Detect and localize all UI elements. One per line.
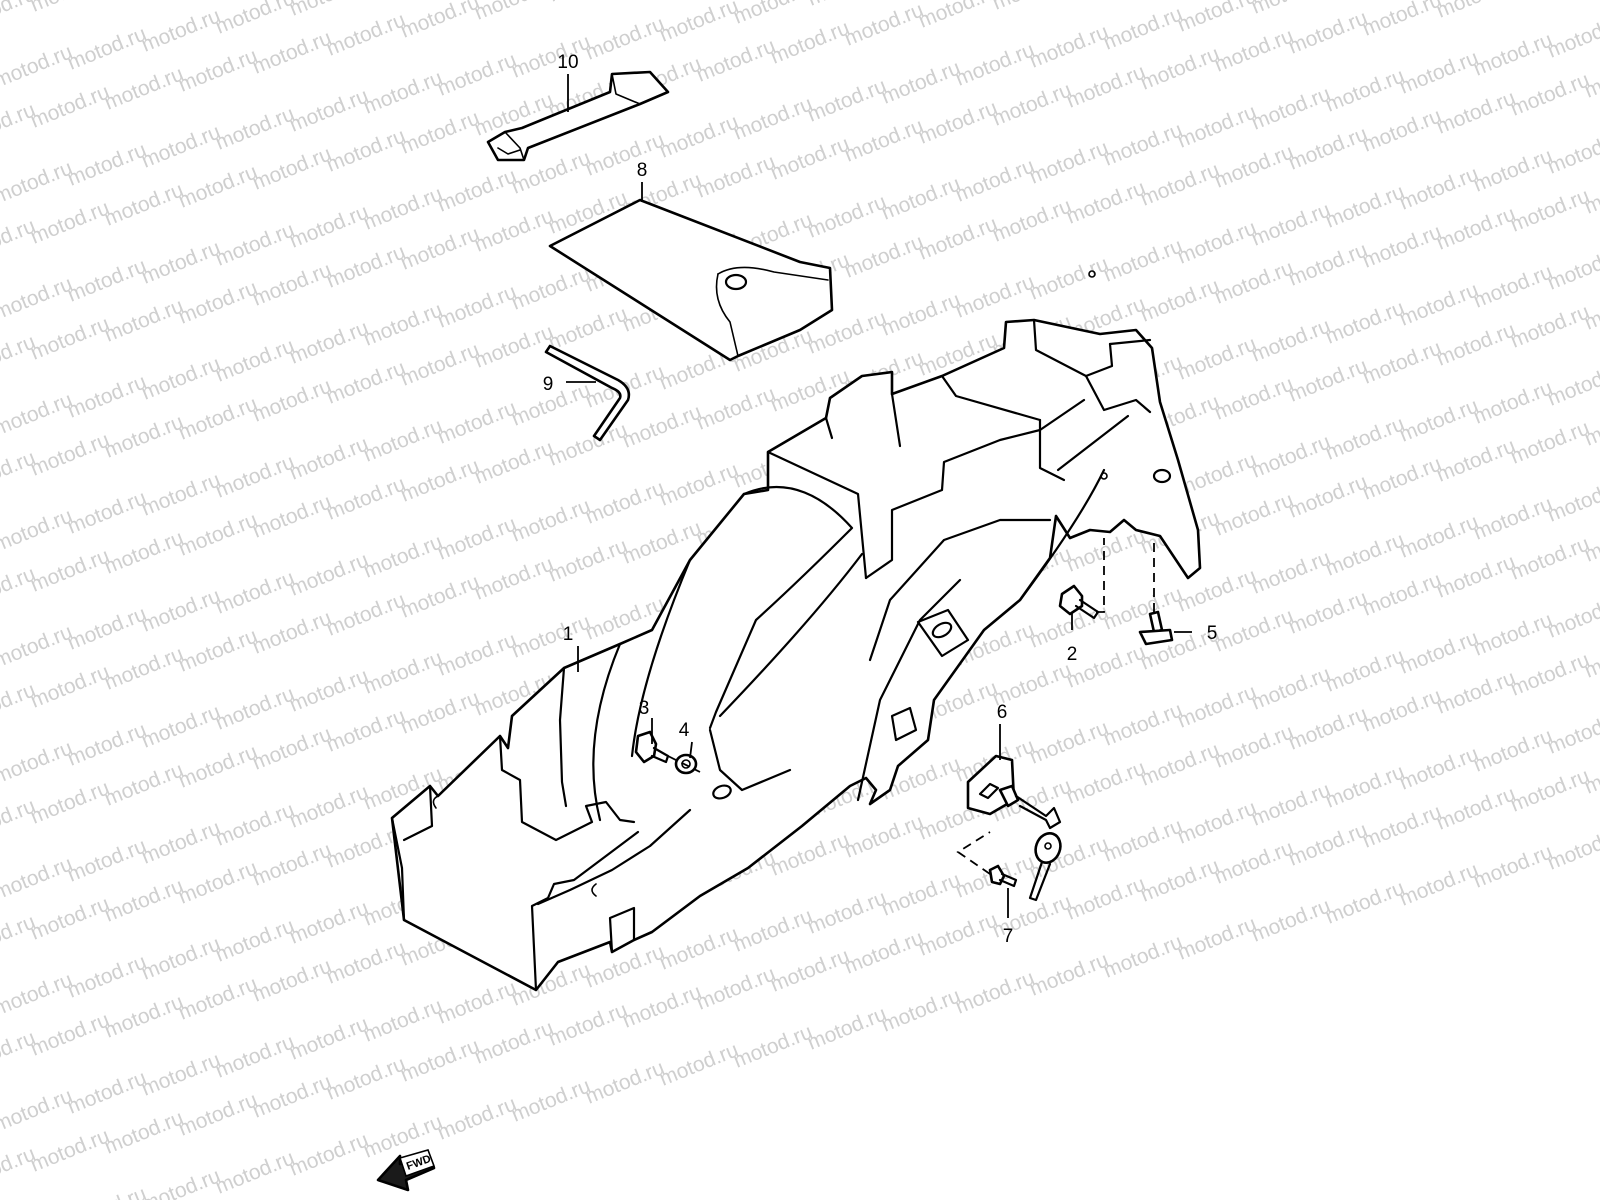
- callout-10: 10: [557, 52, 578, 73]
- part-8-cover-sheet[interactable]: [548, 198, 834, 362]
- part-9-hex-wrench[interactable]: [544, 344, 631, 442]
- callout-1: 1: [563, 624, 574, 645]
- callout-5: 5: [1207, 623, 1218, 644]
- callout-3: 3: [639, 698, 650, 719]
- callout-4: 4: [679, 720, 690, 741]
- callout-labels: 10 8 9 1 2 5 3 4 6 7: [543, 52, 1218, 947]
- part-2-bolt[interactable]: [1058, 584, 1100, 620]
- part-5-screw[interactable]: [1138, 610, 1174, 646]
- leader-lines: [566, 74, 1192, 918]
- part-1-rear-fender[interactable]: [390, 270, 1202, 992]
- part-7-screw[interactable]: [988, 864, 1018, 888]
- callout-6: 6: [997, 702, 1008, 723]
- callout-9: 9: [543, 374, 554, 395]
- part-3-bolt[interactable]: [634, 730, 670, 764]
- callout-8: 8: [637, 160, 648, 181]
- part-6-helmet-lock[interactable]: [966, 754, 1064, 902]
- fwd-direction-arrow: FWD: [376, 1149, 436, 1192]
- callout-7: 7: [1003, 926, 1014, 947]
- part-10-strap[interactable]: [486, 70, 670, 162]
- callout-2: 2: [1067, 644, 1078, 665]
